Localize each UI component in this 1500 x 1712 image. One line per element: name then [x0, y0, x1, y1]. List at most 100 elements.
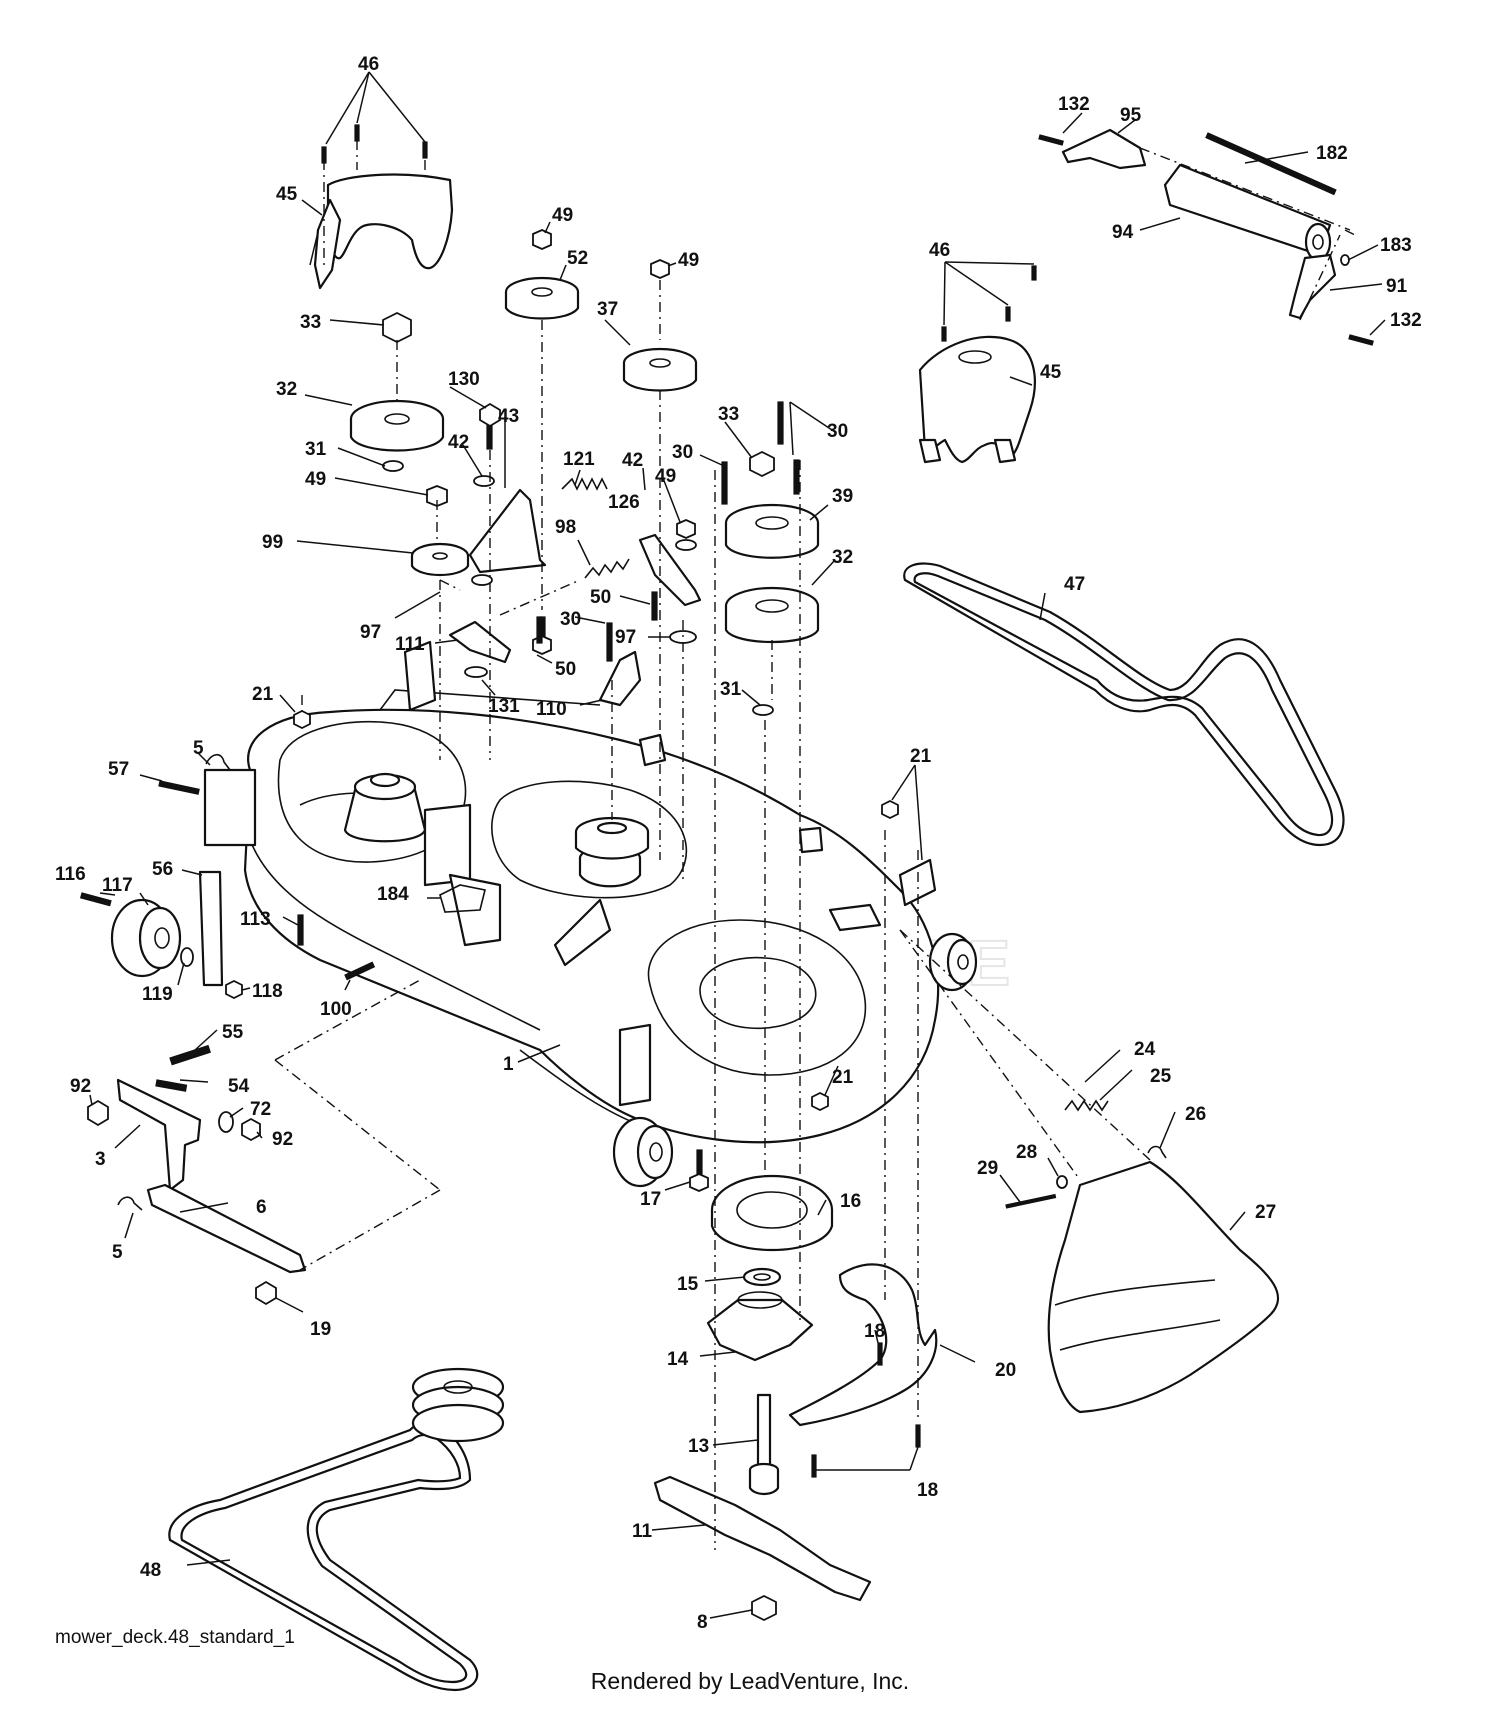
left-spindle-hub — [343, 772, 427, 843]
callout-5-top: 5 — [193, 738, 204, 759]
right-idler-stack — [622, 259, 698, 392]
callout-130: 130 — [448, 369, 480, 390]
callout-33-right: 33 — [718, 404, 739, 425]
bolt-116 — [79, 892, 112, 907]
callout-91: 91 — [1386, 276, 1408, 297]
bolt-18-c — [811, 1454, 817, 1478]
callout-118: 118 — [252, 981, 283, 1002]
callout-48: 48 — [140, 1560, 161, 1581]
callout-49-left: 49 — [305, 469, 326, 490]
callout-20: 20 — [995, 1360, 1016, 1381]
callout-49-center: 49 — [552, 205, 573, 226]
bracket-110 — [598, 650, 642, 707]
diagram-file-name: mower_deck.48_standard_1 — [55, 1627, 295, 1648]
spindle-pulley-stack — [721, 401, 820, 716]
callout-47: 47 — [1064, 574, 1085, 595]
belt-cover-right — [918, 335, 1036, 464]
screw-46-c — [422, 141, 428, 159]
spindle-shaft — [748, 1393, 780, 1496]
belt-47 — [903, 562, 1345, 847]
front-link-arm — [146, 1183, 307, 1274]
callout-46-left: 46 — [358, 54, 379, 75]
belt-cover-left — [313, 173, 454, 290]
callout-117: 117 — [102, 875, 133, 896]
pin-29 — [1005, 1193, 1057, 1209]
discharge-chute — [1047, 1160, 1280, 1414]
callout-29: 29 — [977, 1158, 998, 1179]
nut-21-left — [293, 709, 311, 730]
callout-94: 94 — [1112, 222, 1134, 243]
roller-bracket-95 — [1061, 128, 1147, 170]
callout-45-left: 45 — [276, 184, 298, 205]
bolt-57 — [158, 780, 200, 795]
clip-5-top — [205, 753, 231, 771]
callout-49-bracket: 49 — [655, 466, 676, 487]
washer-131 — [464, 666, 488, 678]
callout-31-right: 31 — [720, 679, 742, 700]
left-pulley-stack — [349, 311, 470, 576]
callout-14: 14 — [667, 1349, 689, 1370]
callout-17: 17 — [640, 1189, 661, 1210]
spindle-gasket — [710, 1174, 834, 1251]
callout-31-left: 31 — [305, 439, 327, 460]
callout-32-left: 32 — [276, 379, 297, 400]
callout-183: 183 — [1380, 235, 1412, 256]
callout-27: 27 — [1255, 1202, 1276, 1223]
belt-47-inner — [913, 572, 1334, 837]
callout-131: 131 — [488, 696, 520, 717]
callout-26: 26 — [1185, 1104, 1206, 1125]
callouts: 46 45 33 32 31 49 99 97 130 42 43 49 52 … — [55, 54, 1422, 1633]
callout-54: 54 — [228, 1076, 250, 1097]
roller-shaft-182 — [1205, 132, 1337, 196]
gauge-wheel-left — [110, 898, 182, 978]
render-credit: Rendered by LeadVenture, Inc. — [590, 1668, 910, 1694]
callout-5-bottom: 5 — [112, 1242, 123, 1263]
callout-126: 126 — [608, 492, 640, 513]
callout-33-left: 33 — [300, 312, 321, 333]
callout-18-lower: 18 — [917, 1480, 938, 1501]
mower-blade — [653, 1475, 872, 1602]
nut-92-right — [241, 1117, 261, 1142]
callout-99: 99 — [262, 532, 283, 553]
spring-25 — [1064, 1099, 1109, 1112]
bolt-50-left — [536, 616, 543, 644]
nut-21-front — [811, 1091, 829, 1112]
callout-19: 19 — [310, 1319, 331, 1340]
callout-119: 119 — [142, 984, 173, 1005]
callout-30-top: 30 — [827, 421, 848, 442]
callout-3: 3 — [95, 1149, 106, 1170]
spring-121 — [561, 477, 608, 491]
callout-121: 121 — [563, 449, 595, 470]
bolt-100 — [344, 961, 376, 981]
callout-56: 56 — [152, 859, 173, 880]
screw-46-b — [354, 124, 360, 142]
pin-183 — [1340, 254, 1350, 266]
callout-28: 28 — [1016, 1142, 1037, 1163]
callout-39: 39 — [832, 486, 853, 507]
callout-42-right: 42 — [622, 450, 643, 471]
tensioner-bracket — [638, 519, 702, 644]
callout-42-left: 42 — [448, 432, 469, 453]
screw-46-e — [1005, 306, 1011, 322]
callout-116: 116 — [55, 864, 86, 885]
callout-32-right: 32 — [832, 547, 853, 568]
callout-97-left: 97 — [360, 622, 381, 643]
assembly-lines — [274, 140, 1356, 1550]
callout-49-right: 49 — [678, 250, 699, 271]
gauge-wheel-front — [612, 1116, 674, 1188]
belt-48-pulleys — [411, 1367, 505, 1443]
nut-92-left — [87, 1099, 109, 1127]
bolt-113 — [297, 914, 304, 946]
bolt-55 — [169, 1044, 211, 1066]
bolt-132-top — [1038, 134, 1064, 146]
screw-46-d — [941, 326, 947, 342]
leader-lines — [89, 71, 1386, 1619]
clip-26 — [1147, 1145, 1167, 1159]
callout-92-right: 92 — [272, 1129, 293, 1150]
callout-1: 1 — [503, 1054, 514, 1075]
blade-bolt-8 — [751, 1594, 777, 1622]
callout-100: 100 — [320, 999, 352, 1020]
callout-50-right: 50 — [590, 587, 611, 608]
nut-21-right — [881, 799, 899, 820]
